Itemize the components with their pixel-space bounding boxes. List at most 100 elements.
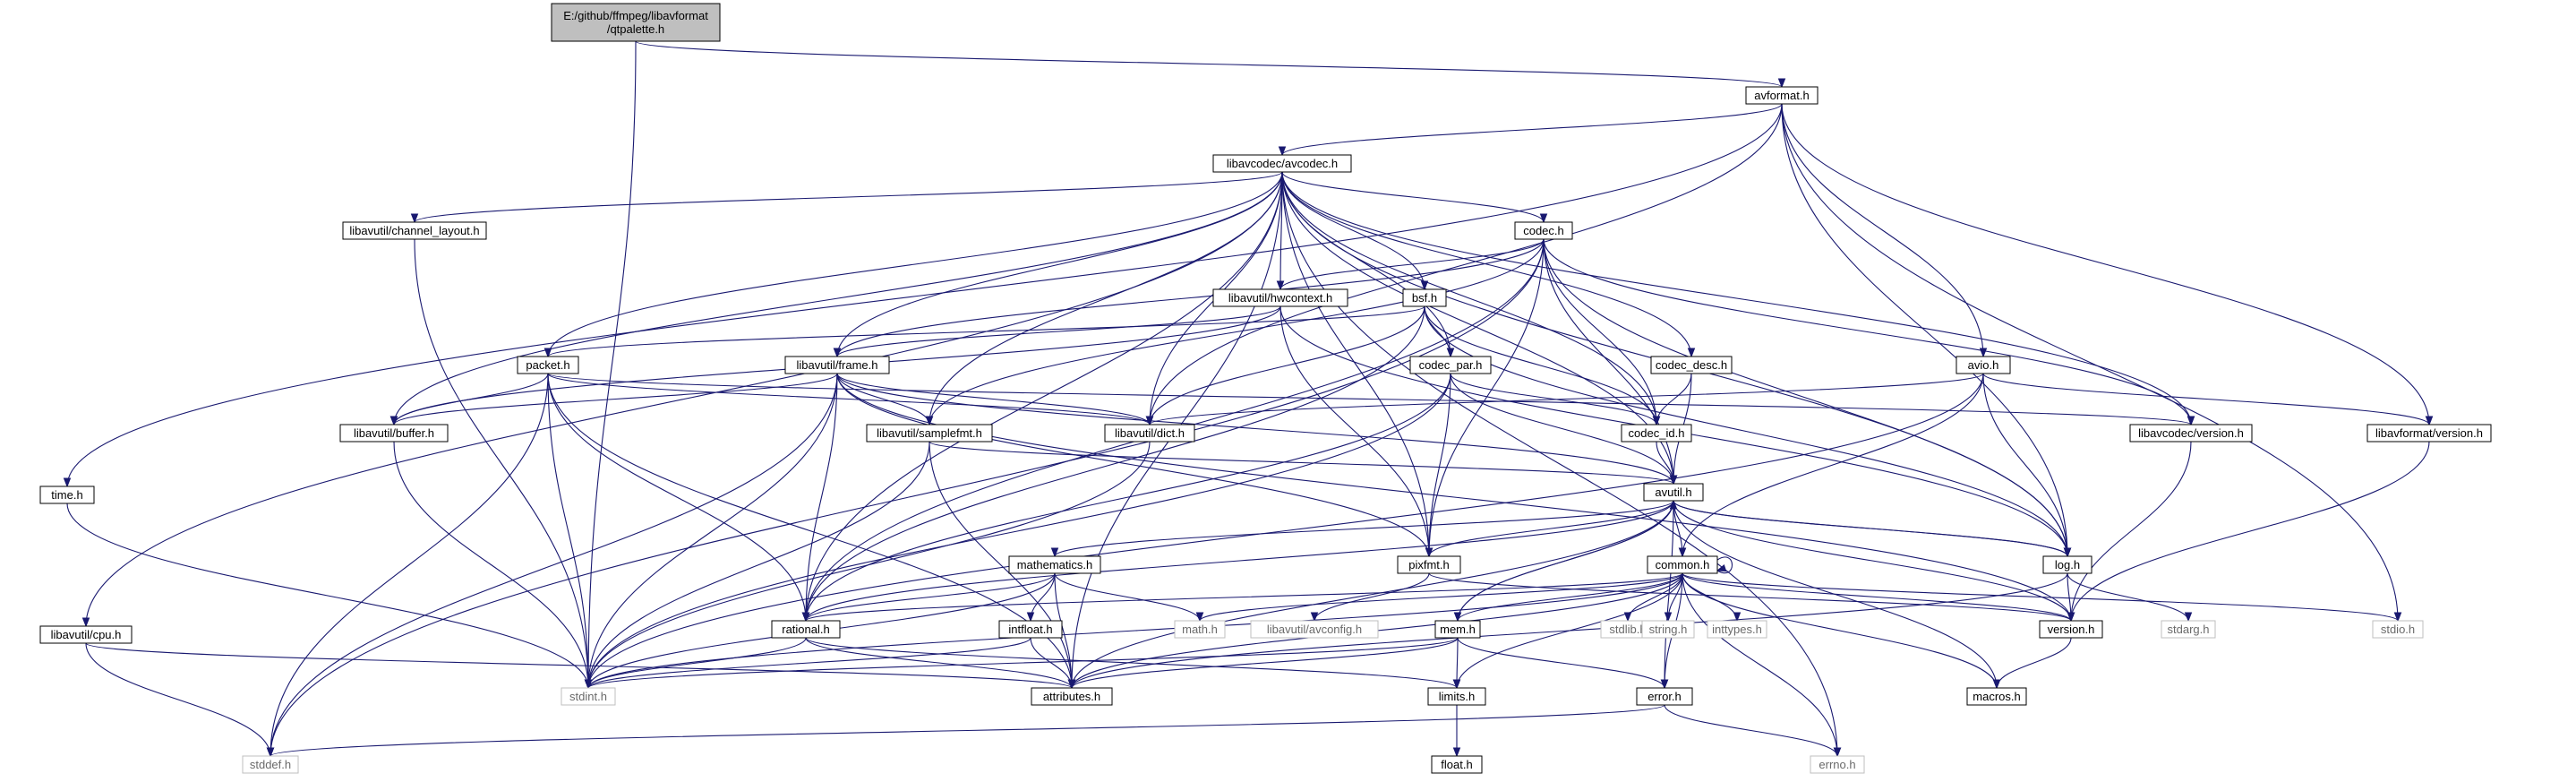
edge-line bbox=[1281, 171, 1838, 757]
edge-line bbox=[1279, 305, 1430, 557]
node-label: attributes.h bbox=[1043, 690, 1100, 703]
node-packet[interactable]: packet.h bbox=[517, 356, 579, 374]
node-label: stdlib.h bbox=[1609, 623, 1646, 636]
arrowhead bbox=[1425, 547, 1433, 558]
node-avutil[interactable]: avutil.h bbox=[1643, 483, 1704, 502]
node-box bbox=[866, 424, 993, 443]
node-version[interactable]: version.h bbox=[2039, 620, 2103, 639]
node-qtpalette[interactable]: E:/github/ffmpeg/libavformat/qtpalette.h bbox=[551, 3, 721, 42]
node-codec_par[interactable]: codec_par.h bbox=[1409, 356, 1492, 374]
node-channel_layout[interactable]: libavutil/channel_layout.h bbox=[342, 221, 487, 240]
edge-line bbox=[414, 238, 589, 689]
edge-avformat-to-log bbox=[1781, 103, 2072, 558]
edge-line bbox=[587, 40, 637, 689]
node-mem[interactable]: mem.h bbox=[1434, 620, 1481, 639]
node-hwcontext[interactable]: libavutil/hwcontext.h bbox=[1212, 288, 1348, 307]
node-box bbox=[1810, 755, 1865, 774]
edge-mem-to-avutil bbox=[1457, 499, 1678, 622]
edge-codec-to-hwcontext bbox=[1276, 238, 1545, 291]
node-time[interactable]: time.h bbox=[39, 486, 95, 504]
node-avcodec[interactable]: libavcodec/avcodec.h bbox=[1212, 154, 1352, 173]
arrowhead bbox=[1539, 213, 1548, 224]
node-common[interactable]: common.h bbox=[1647, 555, 1718, 574]
edge-line bbox=[1457, 637, 1665, 689]
node-label: codec_par.h bbox=[1419, 358, 1483, 372]
edge-qtpalette-to-stdint bbox=[584, 40, 637, 690]
edge-mem-to-attributes bbox=[1067, 637, 1459, 690]
edge-line bbox=[805, 572, 1683, 622]
arrowhead bbox=[1733, 612, 1742, 623]
edge-line bbox=[635, 40, 1783, 88]
edge-line bbox=[587, 373, 838, 689]
node-label: pixfmt.h bbox=[1408, 558, 1450, 571]
node-label: error.h bbox=[1647, 690, 1682, 703]
edge-line bbox=[1281, 171, 1425, 290]
edge-mathematics-to-intfloat bbox=[1026, 572, 1056, 623]
edge-line bbox=[1428, 572, 2072, 622]
node-stdint[interactable]: stdint.h bbox=[561, 687, 616, 706]
node-codec_id[interactable]: codec_id.h bbox=[1621, 424, 1692, 443]
node-error[interactable]: error.h bbox=[1636, 687, 1693, 706]
edge-buffer-to-stdint bbox=[393, 441, 593, 690]
node-box bbox=[1966, 687, 2027, 706]
node-label: avutil.h bbox=[1655, 486, 1691, 499]
arrowhead bbox=[1446, 348, 1455, 358]
node-inttypes[interactable]: inttypes.h bbox=[1707, 620, 1767, 639]
arrowhead bbox=[1669, 499, 1678, 510]
node-macros[interactable]: macros.h bbox=[1966, 687, 2027, 706]
arrowhead bbox=[81, 617, 90, 628]
node-box bbox=[561, 687, 616, 706]
node-avconfig[interactable]: libavutil/avconfig.h bbox=[1250, 620, 1379, 639]
node-avcodec_version[interactable]: libavcodec/version.h bbox=[2129, 424, 2253, 443]
node-label: E:/github/ffmpeg/libavformat bbox=[563, 9, 708, 22]
edge-line bbox=[1543, 238, 1674, 485]
edge-line bbox=[836, 373, 1151, 425]
node-errno[interactable]: errno.h bbox=[1810, 755, 1865, 774]
edge-mem-to-limits bbox=[1452, 637, 1461, 690]
node-box bbox=[1174, 620, 1226, 639]
node-bsf[interactable]: bsf.h bbox=[1402, 288, 1447, 307]
node-attributes[interactable]: attributes.h bbox=[1031, 687, 1113, 706]
node-label: libavcodec/avcodec.h bbox=[1227, 157, 1338, 170]
arrowhead bbox=[266, 747, 275, 758]
edge-mathematics-to-math bbox=[1054, 572, 1204, 623]
edge-bsf-to-packet bbox=[543, 305, 1425, 358]
node-codec[interactable]: codec.h bbox=[1514, 221, 1573, 240]
edge-line bbox=[1281, 171, 1692, 357]
node-buffer[interactable]: libavutil/buffer.h bbox=[339, 424, 449, 443]
edge-avcodec-to-channel_layout bbox=[410, 171, 1283, 224]
node-float[interactable]: float.h bbox=[1431, 755, 1483, 774]
node-avformat_version[interactable]: libavformat/version.h bbox=[2366, 424, 2492, 443]
node-label: packet.h bbox=[526, 358, 569, 372]
node-limits[interactable]: limits.h bbox=[1427, 687, 1486, 706]
arrowhead bbox=[584, 679, 593, 690]
edge-line bbox=[587, 637, 1031, 689]
node-stdio[interactable]: stdio.h bbox=[2372, 620, 2424, 639]
edge-line bbox=[1281, 171, 1430, 557]
edge-codec-to-log bbox=[1543, 238, 2072, 558]
node-log[interactable]: log.h bbox=[2042, 555, 2092, 574]
node-pixfmt[interactable]: pixfmt.h bbox=[1397, 555, 1461, 574]
arrowhead bbox=[1452, 679, 1461, 690]
node-avformat[interactable]: avformat.h bbox=[1745, 86, 1819, 105]
edge-avformat-to-stdio bbox=[1781, 103, 2402, 623]
edge-line bbox=[1781, 103, 2068, 557]
node-dict[interactable]: libavutil/dict.h bbox=[1104, 424, 1195, 443]
edge-line bbox=[85, 171, 1283, 627]
node-cpu[interactable]: libavutil/cpu.h bbox=[39, 625, 133, 644]
node-stddef[interactable]: stddef.h bbox=[242, 755, 299, 774]
node-codec_desc[interactable]: codec_desc.h bbox=[1650, 356, 1733, 374]
node-samplefmt[interactable]: libavutil/samplefmt.h bbox=[866, 424, 993, 443]
node-frame[interactable]: libavutil/frame.h bbox=[784, 356, 890, 374]
node-avio[interactable]: avio.h bbox=[1956, 356, 2011, 374]
node-stdarg[interactable]: stdarg.h bbox=[2161, 620, 2216, 639]
node-mathematics[interactable]: mathematics.h bbox=[1008, 555, 1101, 574]
node-intfloat[interactable]: intfloat.h bbox=[998, 620, 1063, 639]
edge-line bbox=[1054, 572, 1073, 689]
edge-line bbox=[805, 305, 1425, 622]
arrowhead bbox=[1979, 348, 1988, 358]
node-string[interactable]: string.h bbox=[1641, 620, 1695, 639]
node-rational[interactable]: rational.h bbox=[771, 620, 841, 639]
node-math[interactable]: math.h bbox=[1174, 620, 1226, 639]
